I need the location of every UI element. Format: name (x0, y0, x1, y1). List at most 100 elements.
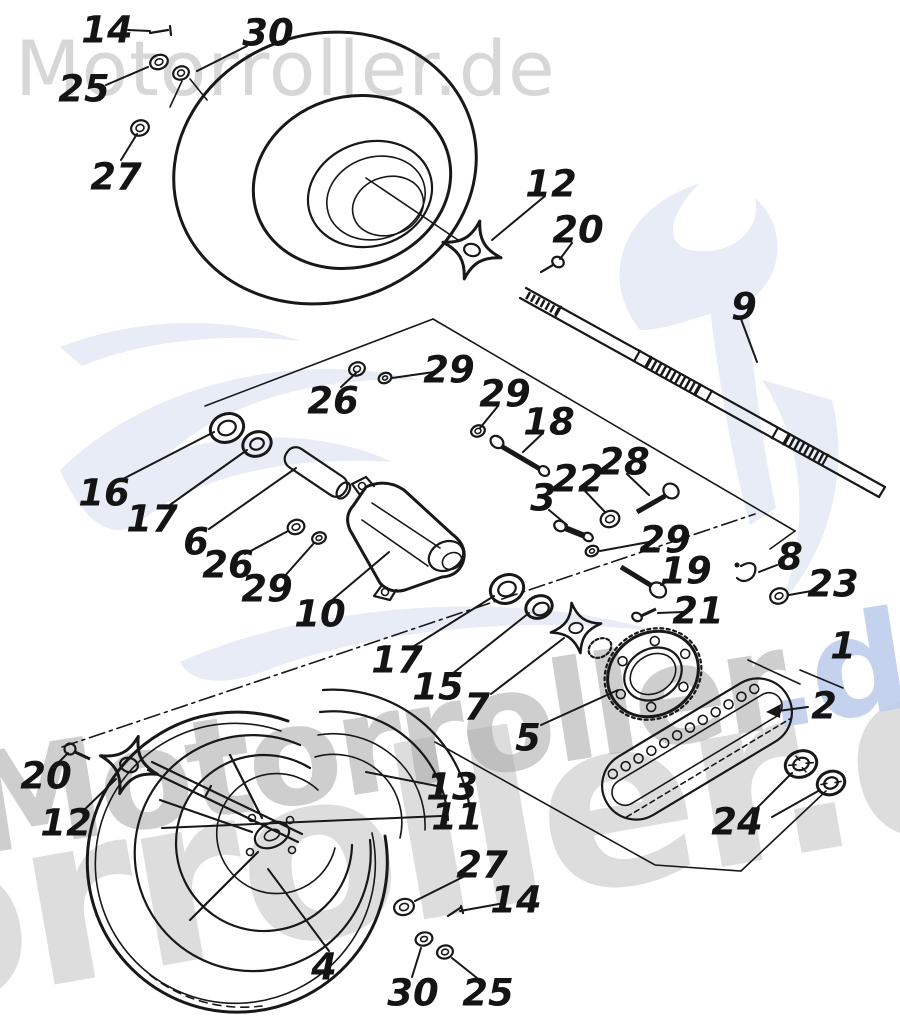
logo-swoosh-graphic (60, 183, 839, 681)
leader-29-c (282, 542, 315, 579)
part-label-19: 19 (660, 550, 712, 593)
frame-line (769, 530, 796, 550)
leader-24-a (753, 772, 793, 812)
wheel-stud (285, 815, 295, 825)
sprocket-5 (603, 627, 703, 721)
leader-18 (522, 433, 543, 453)
bearing-16 (208, 412, 246, 444)
chain-outer (601, 677, 793, 821)
nut-26-a-hole (352, 365, 362, 373)
frame-lines (61, 318, 844, 872)
leader-14-bottom (459, 903, 500, 912)
star-coupling-top (441, 219, 503, 281)
part-label-17: 17 (126, 498, 178, 541)
washer-30-bottom (414, 931, 434, 947)
housing-ear-top (350, 475, 376, 497)
leader-12-top (491, 195, 546, 241)
part-label-28: 28 (598, 441, 650, 484)
leader-25-bottom (451, 957, 478, 979)
screw-20-top-shaft (539, 263, 555, 274)
bolt-28 (635, 482, 680, 515)
part-label-29: 29 (241, 568, 293, 611)
chain-inner (611, 691, 783, 807)
washer-25-top (149, 53, 169, 71)
guide-line-a (169, 80, 183, 108)
part-label-17: 17 (371, 639, 423, 682)
leader-29-d (599, 541, 650, 552)
nut-27-top (130, 119, 150, 137)
rim-barrel-3 (317, 732, 426, 831)
seal-17-a-inner (249, 437, 265, 451)
rim-dish-1 (133, 734, 372, 973)
part-label-20: 20 (20, 755, 72, 798)
pin-14-bottom-head (459, 904, 465, 915)
housing-contour-2 (361, 519, 429, 567)
bolt-18 (489, 434, 551, 478)
tire-sidewall (251, 93, 453, 271)
wheel-hub-bore (263, 828, 281, 842)
axle-spline-end (783, 434, 828, 465)
axle-end-cap (877, 485, 887, 499)
nut-27-bottom-hole (398, 902, 410, 912)
washer-29-b-hole (474, 427, 482, 435)
wheel-hub (253, 820, 291, 850)
washer-29-a-hole (381, 375, 389, 381)
part-label-12: 12 (40, 802, 92, 845)
leader-17-a (166, 449, 248, 508)
leader-10 (330, 551, 390, 602)
leader-8 (758, 564, 778, 573)
leader-23 (788, 589, 818, 596)
spacer-tube-6 (283, 446, 352, 500)
leader-28 (626, 473, 650, 496)
star-coupling-12-top-hub (463, 242, 481, 258)
leader-16 (118, 431, 215, 482)
washer-25-top-hole (154, 58, 164, 66)
nut-22-hole (604, 514, 616, 524)
part-label-10: 10 (294, 593, 346, 636)
logo-swoosh-top-left (60, 322, 300, 366)
part-label-1: 1 (830, 625, 856, 668)
pin-21 (631, 607, 657, 623)
nut-30-top (172, 65, 190, 81)
screw-20-top-head (551, 255, 565, 269)
watermark-diagonal-suffix: .de (750, 567, 900, 762)
pin-14-top-head (168, 24, 173, 37)
part-label-23: 23 (807, 563, 859, 606)
axle-spline-tip (525, 291, 560, 316)
part-label-13: 13 (426, 766, 478, 809)
part-label-30: 30 (242, 12, 294, 55)
wheel-axle-collar (203, 784, 213, 799)
part-label-2: 2 (811, 685, 837, 728)
part-label-22: 22 (552, 458, 604, 501)
leader-30-top (196, 45, 248, 72)
part-label-20: 20 (552, 209, 604, 252)
nut-26-a (348, 361, 366, 377)
leader-5 (540, 689, 619, 726)
washer-29-b (470, 424, 486, 438)
axle-edge-lower (518, 296, 881, 499)
middle-fasteners (348, 361, 789, 623)
tire-outer (172, 30, 478, 306)
rim-barrel-4 (314, 753, 403, 839)
bearing-17-b (488, 573, 526, 605)
axle-shaft-9 (518, 286, 887, 499)
nut-23-hole (774, 592, 784, 600)
bottom-hardware (393, 897, 465, 960)
axle-collars (553, 305, 830, 467)
drive-chain-2 (601, 677, 793, 821)
hub-gear (587, 637, 613, 659)
nut-22 (599, 509, 621, 529)
bearing-17-b-inner (497, 580, 517, 598)
leader-11 (161, 815, 442, 829)
part-label-30: 30 (387, 972, 439, 1015)
chain-bottom-run (626, 718, 791, 818)
leader-20-bottom (56, 752, 69, 765)
part-label-26: 26 (202, 544, 254, 587)
leader-15 (451, 612, 530, 675)
housing-contour-1 (371, 502, 441, 549)
tire-opening (351, 175, 425, 237)
nut-26-b-hole (291, 523, 301, 531)
part-label-5: 5 (515, 717, 541, 760)
part-label-12: 12 (525, 163, 577, 206)
